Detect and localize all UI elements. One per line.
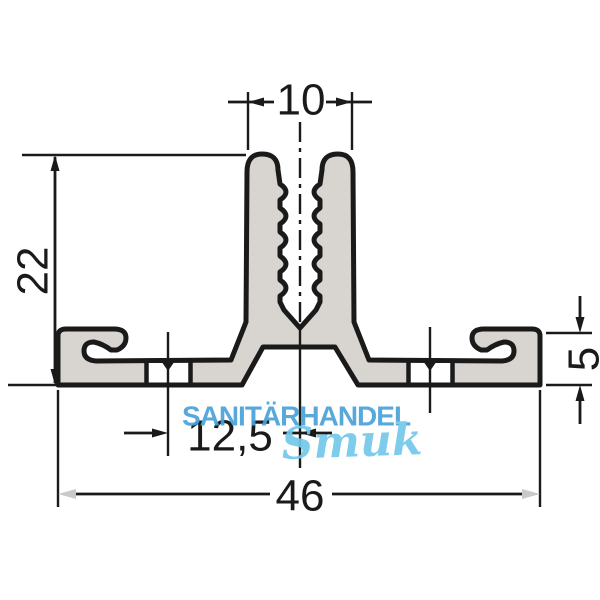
dimension-end-height: 5 <box>546 296 600 424</box>
watermark-script-text: Smuk <box>281 414 424 470</box>
dimension-label-46: 46 <box>276 472 325 521</box>
dimension-overall-height: 22 <box>8 153 246 387</box>
dimension-overall-width: 46 <box>56 390 542 521</box>
dimension-label-22: 22 <box>9 247 58 296</box>
watermark: SANITÄRHANDEL Smuk <box>182 401 423 470</box>
dimension-top-slot-width: 10 <box>228 76 372 150</box>
watermark-brand-text: SANITÄRHANDEL <box>182 401 411 432</box>
dimension-label-12-5: 12,5 <box>187 412 273 461</box>
dimension-notch-offset: 12,5 <box>124 412 332 461</box>
dimension-label-5: 5 <box>560 347 600 371</box>
dimension-label-10: 10 <box>277 76 326 125</box>
